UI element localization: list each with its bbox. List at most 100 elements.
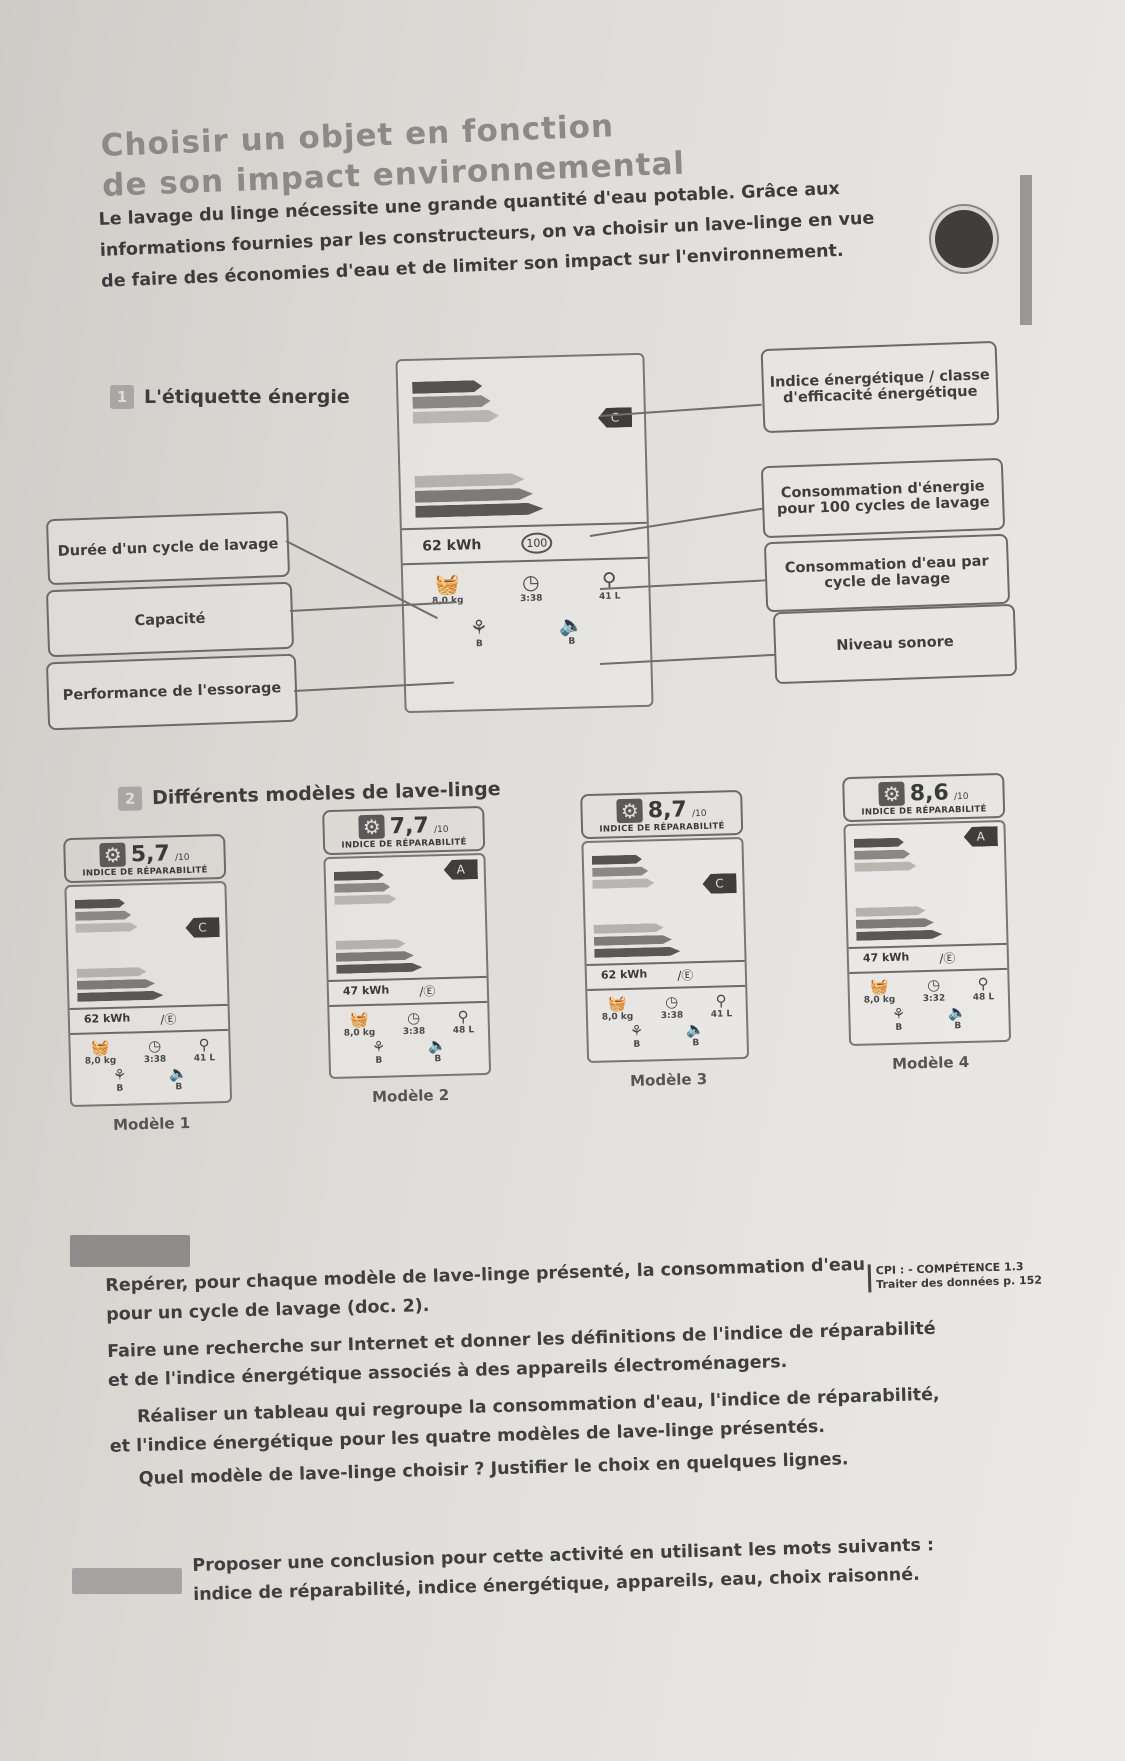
repair-caption: INDICE DE RÉPARABILITÉ <box>82 865 208 879</box>
noise-value: B <box>434 1054 442 1065</box>
repair-score: 8,7 <box>647 797 688 824</box>
energy-bar <box>334 894 396 905</box>
duration-value: 3:38 <box>402 1026 426 1038</box>
water-value: 41 L <box>710 1009 733 1020</box>
energy-kwh: 62 kWh <box>83 1011 131 1026</box>
noise-value: B <box>954 1021 962 1032</box>
noise-value: B <box>175 1082 183 1093</box>
speaker-icon: 🔈B <box>168 1063 189 1093</box>
repairability-index: ⚙ 8,6 /10 INDICE DE RÉPARABILITÉ <box>842 772 1006 823</box>
energy-bar <box>856 906 926 917</box>
spin-icon: ⚘B <box>891 1004 906 1033</box>
speaker-icon: 🔈B <box>558 612 585 647</box>
energy-bar <box>75 922 137 933</box>
energy-bar <box>336 951 414 962</box>
capacity-basket-icon: 🧺8,0 kg <box>601 994 634 1023</box>
water-tap-icon: ⚲41 L <box>710 991 733 1020</box>
water-value: 41 L <box>193 1053 216 1064</box>
cycles-100-icon: /Ⓔ <box>939 951 956 966</box>
energy-bar <box>77 979 155 990</box>
energy-bar <box>77 967 147 978</box>
spin-value: B <box>375 1055 383 1066</box>
repair-caption: INDICE DE RÉPARABILITÉ <box>861 804 987 818</box>
energy-bar <box>854 849 910 859</box>
mini-energy-label: A 47 kWh /Ⓔ 🧺8,0 kg ◷3:38 ⚲48 L ⚘B 🔈B <box>323 852 492 1080</box>
capacity-basket-icon: 🧺8,0 kg <box>84 1038 117 1067</box>
conclusion-tag <box>72 1568 182 1594</box>
clock-icon: ◷3:38 <box>660 992 684 1022</box>
doc-number: 1 <box>110 385 134 409</box>
repair-max: /10 <box>953 791 969 803</box>
repair-max: /10 <box>691 808 707 820</box>
model-name: Modèle 1 <box>112 1113 191 1134</box>
spin-value: B <box>116 1083 124 1094</box>
water-value: 41 L <box>598 591 621 603</box>
spin-value: B <box>475 639 483 650</box>
doc1-heading: 1 L'étiquette énergie <box>110 385 350 409</box>
questions-tag <box>70 1235 190 1267</box>
model-name: Modèle 4 <box>891 1052 970 1073</box>
callout-noise: Niveau sonore <box>772 603 1018 685</box>
energy-bar <box>854 861 916 872</box>
repairability-index: ⚙ 8,7 /10 INDICE DE RÉPARABILITÉ <box>580 789 744 840</box>
repair-gear-icon: ⚙ <box>616 798 644 824</box>
noise-value: B <box>568 636 576 647</box>
energy-bar <box>856 918 934 929</box>
water-value: 48 L <box>452 1025 475 1036</box>
cycles-100-icon: /Ⓔ <box>677 968 694 983</box>
repair-caption: INDICE DE RÉPARABILITÉ <box>599 821 725 835</box>
repair-gear-icon: ⚙ <box>99 842 127 868</box>
spin-icon: ⚘B <box>112 1065 127 1094</box>
questions-list: Repérer, pour chaque modèle de lave-ling… <box>105 1249 942 1495</box>
energy-bar <box>594 923 664 934</box>
energy-bar <box>594 947 680 958</box>
water-tap-icon: ⚲48 L <box>972 974 995 1003</box>
repair-gear-icon: ⚙ <box>358 814 386 840</box>
noise-value: B <box>692 1038 700 1049</box>
energy-bar <box>334 871 384 881</box>
energy-bar <box>412 380 482 394</box>
model-card: ⚙ 5,7 /10 INDICE DE RÉPARABILITÉ C 62 kW… <box>63 833 233 1135</box>
callout-spin: Performance de l'essorage <box>45 653 299 731</box>
spin-value: B <box>633 1039 641 1050</box>
model-card: ⚙ 8,7 /10 INDICE DE RÉPARABILITÉ C 62 kW… <box>580 789 750 1091</box>
energy-bar <box>592 855 642 865</box>
cycles-100-icon: /Ⓔ <box>160 1012 177 1027</box>
repair-score: 7,7 <box>389 813 430 840</box>
energy-bar <box>594 935 672 946</box>
energy-kwh: 47 kWh <box>862 950 910 965</box>
energy-bar <box>592 866 648 876</box>
doc-number: 2 <box>117 786 143 812</box>
spin-icon: ⚘B <box>371 1037 386 1066</box>
mini-energy-label: C 62 kWh /Ⓔ 🧺8,0 kg ◷3:38 ⚲41 L ⚘B 🔈B <box>581 836 750 1064</box>
repair-gear-icon: ⚙ <box>878 781 906 807</box>
spin-value: B <box>895 1022 903 1033</box>
model-name: Modèle 3 <box>629 1069 708 1090</box>
spin-icon: ⚘B <box>469 614 489 650</box>
speaker-icon: 🔈B <box>947 1002 968 1032</box>
clock-icon: ◷3:38 <box>402 1008 426 1038</box>
water-tap-icon: ⚲48 L <box>452 1007 475 1036</box>
energy-bar <box>75 910 131 920</box>
duration-value: 3:38 <box>660 1010 684 1022</box>
model-name: Modèle 2 <box>371 1085 450 1106</box>
conclusion: Proposer une conclusion pour cette activ… <box>192 1531 935 1610</box>
speaker-icon: 🔈B <box>427 1035 448 1065</box>
repair-score: 8,6 <box>909 780 950 807</box>
model-card: ⚙ 7,7 /10 INDICE DE RÉPARABILITÉ A 47 kW… <box>322 805 492 1107</box>
callout-duration: Durée d'un cycle de lavage <box>45 510 291 586</box>
energy-bar <box>334 882 390 892</box>
energy-kwh: 62 kWh <box>422 536 482 555</box>
repairability-index: ⚙ 7,7 /10 INDICE DE RÉPARABILITÉ <box>322 805 486 856</box>
repair-score: 5,7 <box>130 841 171 868</box>
energy-bar <box>415 488 533 503</box>
cycles-100-icon: 100 <box>521 532 553 555</box>
callout-energy-class: Indice énergétique / classe d'efficacité… <box>760 340 1000 434</box>
callout-energy-consumption: Consommation d'énergie pour 100 cycles d… <box>760 457 1006 539</box>
energy-bar <box>415 502 543 517</box>
water-value: 48 L <box>972 992 995 1003</box>
callout-water-consumption: Consommation d'eau par cycle de lavage <box>763 533 1011 613</box>
repair-max: /10 <box>433 824 449 836</box>
water-tap-icon: ⚲41 L <box>598 567 621 603</box>
clock-icon: ◷3:32 <box>922 975 946 1005</box>
